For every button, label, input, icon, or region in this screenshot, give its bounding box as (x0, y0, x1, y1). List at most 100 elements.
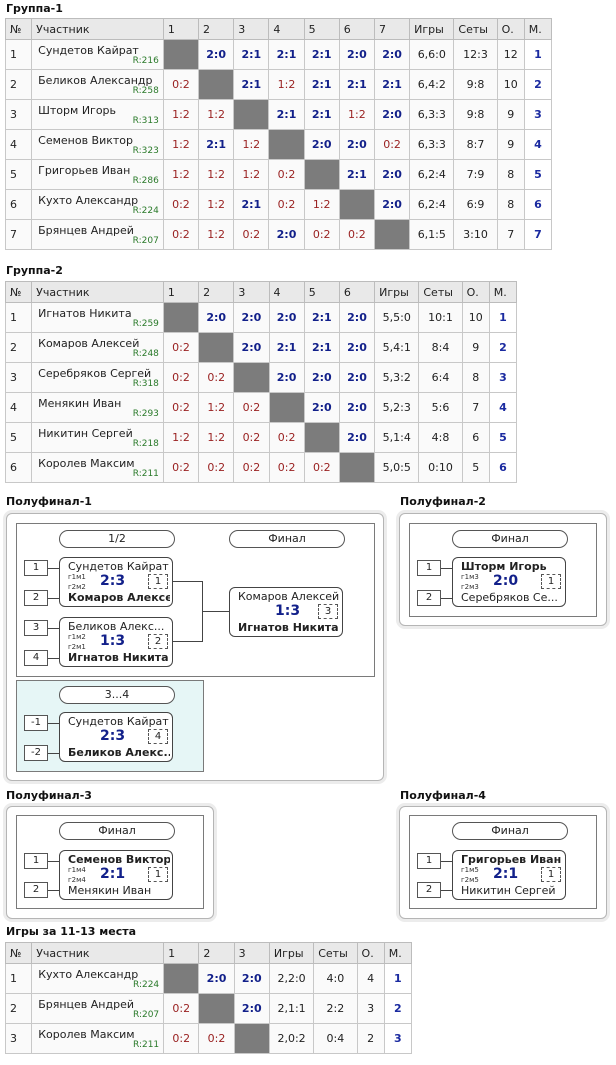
match-result: 2:0 (198, 39, 235, 70)
semi4-final-label: Финал (452, 822, 568, 840)
header-col-1: 1 (162, 18, 200, 40)
semi4-match[interactable]: Григорьев Иван г1м5 г2м5 2:1 1 Никитин С… (452, 850, 566, 900)
semi1-match-1[interactable]: Сундетов Кайрат г1м1 г2м2 2:3 1 Комаров … (59, 557, 173, 607)
places-title: Игры за 11-13 места (6, 925, 137, 938)
player-name[interactable]: Брянцев Андрей (38, 998, 134, 1011)
points-cell: 8 (496, 189, 525, 220)
player-rating: R:258 (132, 86, 159, 96)
player-name[interactable]: Кухто Александр (38, 968, 139, 981)
match-score: 1:3 (100, 633, 126, 649)
player-name[interactable]: Кухто Александр (38, 194, 139, 207)
match-result: 0:2 (233, 452, 270, 483)
games-cell: 6,2:4 (409, 189, 455, 220)
player-name[interactable]: Шторм Игорь (38, 104, 117, 117)
sets-cell: 5:6 (418, 392, 463, 423)
match-result: 0:2 (162, 392, 200, 423)
sets-cell: 7:9 (453, 159, 498, 190)
match-result: 2:1 (303, 39, 340, 70)
match-player2: Серебряков Се... (461, 591, 558, 604)
points-cell: 2 (356, 1023, 385, 1054)
match-result: 2:0 (338, 129, 375, 160)
semi1-third-label: 3...4 (59, 686, 175, 704)
place-cell: 6 (488, 452, 518, 483)
points-cell: 9 (496, 99, 525, 130)
sets-cell: 10:1 (418, 302, 463, 333)
player-name[interactable]: Брянцев Андрей (38, 224, 134, 237)
header-col-3: 3 (233, 18, 270, 40)
semi1-seed-m1: -1 (24, 715, 48, 731)
player-rating: R:286 (132, 176, 159, 186)
self-cell (268, 392, 305, 423)
header-col-4: 4 (268, 18, 305, 40)
match-result: 0:2 (162, 452, 200, 483)
match-result: 0:2 (338, 219, 375, 250)
sets-cell: 4:8 (418, 422, 463, 453)
match-result: 2:1 (233, 189, 270, 220)
player-name[interactable]: Комаров Алексей (38, 337, 140, 350)
player-name[interactable]: Серебряков Сергей (38, 367, 152, 380)
self-cell (303, 422, 340, 453)
match-result: 1:2 (198, 189, 235, 220)
semi3-final-label: Финал (59, 822, 175, 840)
player-name[interactable]: Беликов Александр (38, 74, 153, 87)
row-number: 6 (4, 452, 33, 483)
self-cell (233, 1023, 270, 1054)
header-points: О. (461, 281, 490, 303)
games-cell: 6,2:4 (409, 159, 455, 190)
self-cell (303, 159, 340, 190)
match-result: 2:1 (268, 39, 305, 70)
group1-title: Группа-1 (6, 2, 63, 15)
player-name[interactable]: Семенов Виктор (38, 134, 134, 147)
header-player: Участник (31, 942, 165, 964)
player-name[interactable]: Игнатов Никита (38, 307, 132, 320)
place-cell: 4 (488, 392, 518, 423)
player-name[interactable]: Григорьев Иван (38, 164, 131, 177)
player-name[interactable]: Менякин Иван (38, 397, 122, 410)
match-result: 2:1 (303, 99, 340, 130)
match-result: 2:0 (233, 993, 270, 1024)
match-number: 2 (148, 634, 168, 649)
semi1-final-match[interactable]: Комаров Алексей 1:3 3 Игнатов Никита (229, 587, 343, 637)
self-cell (162, 39, 200, 70)
player-name[interactable]: Никитин Сергей (38, 427, 133, 440)
match-result: 0:2 (233, 422, 270, 453)
header-num: № (4, 942, 33, 964)
match-result: 1:2 (303, 189, 340, 220)
match-result: 2:1 (198, 129, 235, 160)
match-result: 2:0 (373, 39, 411, 70)
match-result: 0:2 (162, 69, 200, 100)
match-result: 0:2 (268, 452, 305, 483)
match-tag2: г2м1 (68, 643, 86, 651)
player-name[interactable]: Королев Максим (38, 457, 135, 470)
semi2-final-label: Финал (452, 530, 568, 548)
semi3-bracket (16, 815, 204, 909)
player-name[interactable]: Сундетов Кайрат (38, 44, 139, 57)
match-result: 0:2 (163, 1023, 200, 1054)
match-result: 1:2 (268, 69, 305, 100)
match-result: 0:2 (163, 993, 200, 1024)
semi1-match-2[interactable]: Беликов Алекс... г1м2 г2м1 1:3 2 Игнатов… (59, 617, 173, 667)
header-games: Игры (268, 942, 315, 964)
match-player1: Беликов Алекс... (68, 620, 165, 633)
player-name[interactable]: Королев Максим (38, 1028, 135, 1041)
semi2-match[interactable]: Шторм Игорь г1м3 г2м3 2:0 1 Серебряков С… (452, 557, 566, 607)
games-cell: 5,0:5 (374, 452, 420, 483)
self-cell (198, 332, 235, 363)
sets-cell: 0:10 (418, 452, 463, 483)
match-number: 1 (541, 867, 561, 882)
semi3-match[interactable]: Семенов Виктор г1м4 г2м4 2:1 1 Менякин И… (59, 850, 173, 900)
header-col-1: 1 (163, 942, 200, 964)
row-number: 1 (4, 963, 33, 994)
semi1-third-match[interactable]: Сундетов Кайрат 2:3 4 Беликов Алекс... (59, 712, 173, 762)
player-rating: R:211 (132, 469, 159, 479)
sets-cell: 12:3 (453, 39, 498, 70)
points-cell: 7 (461, 392, 490, 423)
match-result: 2:1 (268, 332, 305, 363)
header-col-5: 5 (303, 18, 340, 40)
